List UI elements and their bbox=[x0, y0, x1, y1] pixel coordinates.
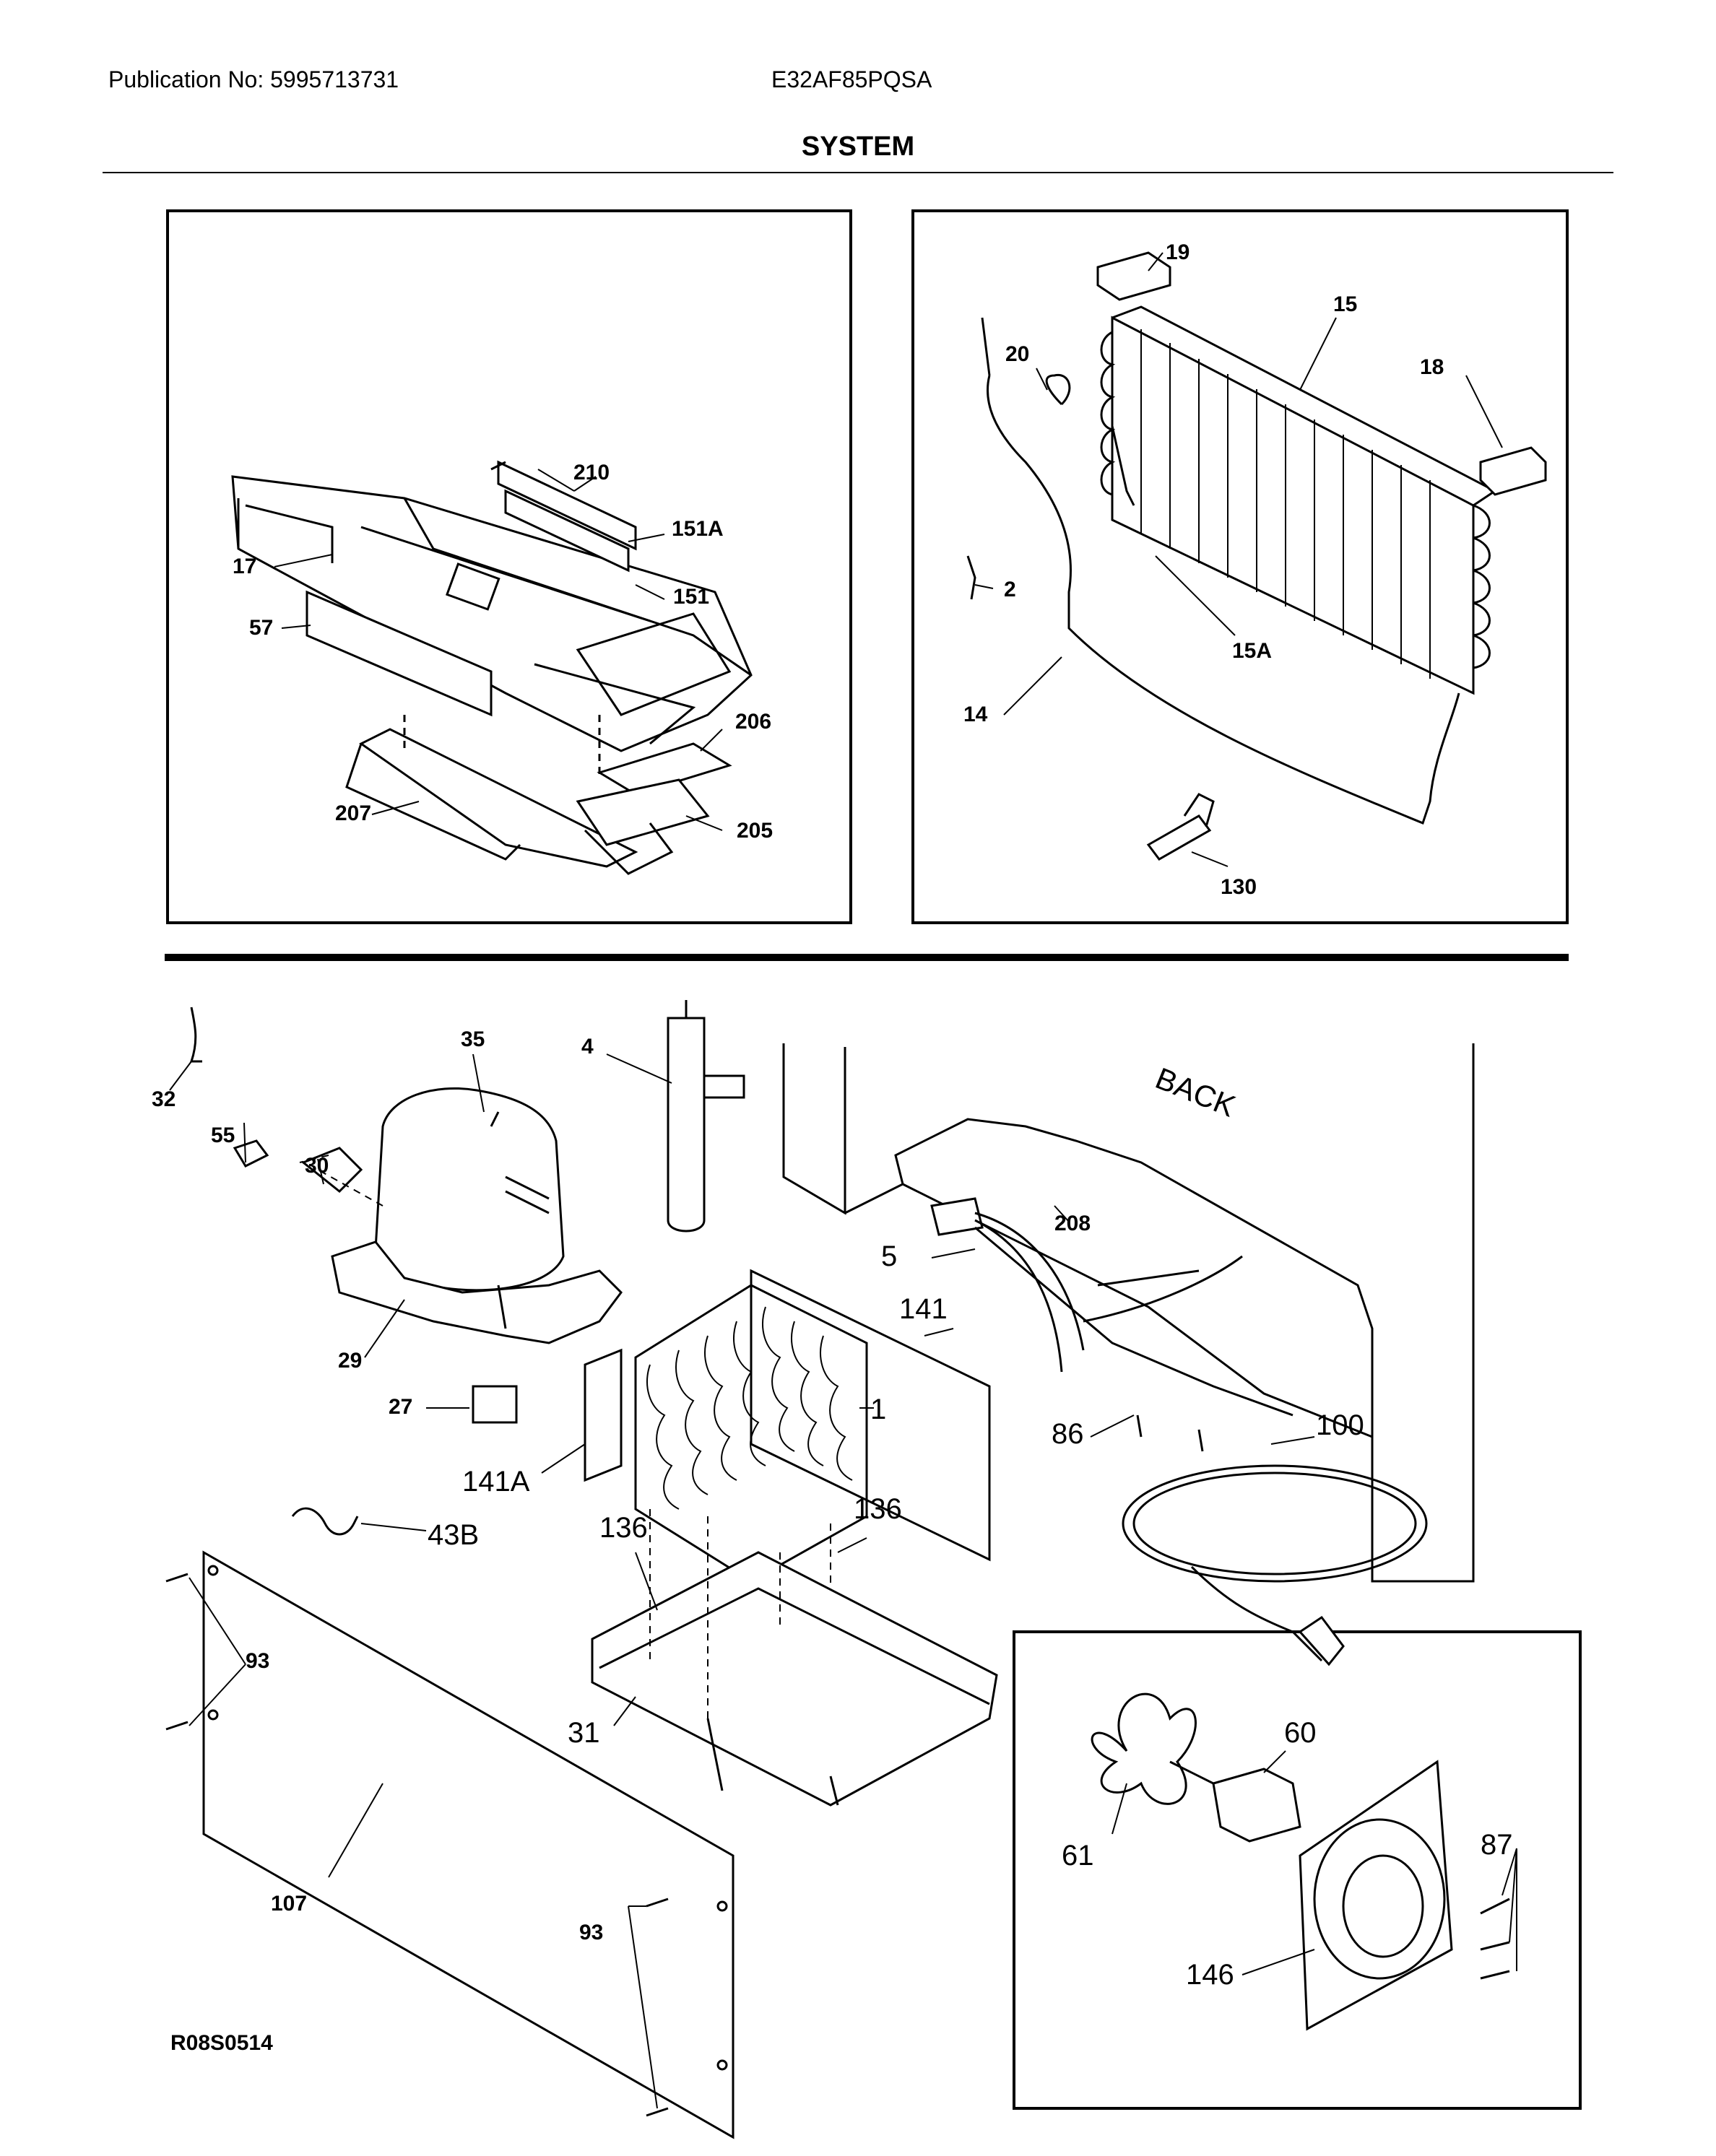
callout-57: 57 bbox=[249, 616, 274, 640]
callout-136-left: 136 bbox=[599, 1512, 648, 1544]
callout-93-left: 93 bbox=[246, 1649, 270, 1673]
callout-18: 18 bbox=[1420, 355, 1444, 379]
control-housing-drawing bbox=[231, 475, 753, 752]
model-number: E32AF85PQSA bbox=[771, 66, 932, 92]
callout-30: 30 bbox=[305, 1154, 329, 1178]
callout-31: 31 bbox=[568, 1717, 600, 1749]
callout-141a: 141A bbox=[462, 1466, 530, 1498]
drier-drawing bbox=[667, 1017, 706, 1233]
callout-205: 205 bbox=[737, 819, 774, 843]
callout-100: 100 bbox=[1316, 1409, 1364, 1441]
power-cord-drawing bbox=[1122, 1464, 1428, 1583]
callout-1: 1 bbox=[870, 1394, 887, 1425]
callout-14: 14 bbox=[963, 703, 988, 726]
callout-206: 206 bbox=[735, 710, 772, 734]
callout-2: 2 bbox=[1004, 578, 1016, 601]
callout-141: 141 bbox=[899, 1293, 948, 1325]
base-pan-drawing bbox=[591, 1551, 998, 1807]
publication-number: Publication No: 5995713731 bbox=[108, 66, 399, 92]
callout-27: 27 bbox=[389, 1395, 413, 1419]
section-title: SYSTEM bbox=[801, 131, 915, 162]
callout-208: 208 bbox=[1054, 1212, 1091, 1235]
callout-210: 210 bbox=[573, 461, 610, 484]
callout-207: 207 bbox=[335, 801, 372, 825]
callout-151a: 151A bbox=[672, 517, 724, 541]
evaporator-drawing bbox=[1111, 316, 1475, 695]
callout-32: 32 bbox=[152, 1087, 176, 1111]
callout-35: 35 bbox=[461, 1027, 485, 1051]
cover-drawing bbox=[359, 728, 638, 868]
callout-4: 4 bbox=[581, 1035, 594, 1059]
overlay-drawing bbox=[306, 590, 493, 717]
fan-motor-drawing bbox=[1212, 1768, 1301, 1843]
fan-inset-box bbox=[1013, 1630, 1582, 2110]
diagram-code: R08S0514 bbox=[170, 2031, 273, 2055]
callout-151: 151 bbox=[673, 585, 710, 609]
callout-5: 5 bbox=[881, 1240, 898, 1272]
section-divider bbox=[165, 954, 1569, 961]
callout-107: 107 bbox=[271, 1892, 308, 1916]
evaporator-panel-box bbox=[911, 209, 1569, 924]
callout-86: 86 bbox=[1052, 1418, 1084, 1450]
header-rule bbox=[103, 172, 1613, 173]
callout-15a: 15A bbox=[1232, 639, 1273, 663]
callout-29: 29 bbox=[338, 1349, 363, 1373]
callout-60: 60 bbox=[1284, 1717, 1317, 1749]
fan-blade-drawing bbox=[1091, 1692, 1197, 1805]
callout-87: 87 bbox=[1481, 1829, 1513, 1861]
callout-146: 146 bbox=[1186, 1959, 1234, 1991]
callout-17: 17 bbox=[233, 555, 257, 578]
callout-55: 55 bbox=[211, 1123, 235, 1147]
callout-15: 15 bbox=[1333, 292, 1358, 316]
control-board-drawing bbox=[490, 460, 637, 573]
fan-shroud-drawing bbox=[1299, 1760, 1453, 2031]
control-panel-box bbox=[166, 209, 852, 924]
compressor-drawing bbox=[374, 1087, 565, 1292]
callout-136-right: 136 bbox=[854, 1493, 902, 1525]
back-panel-drawing bbox=[202, 1550, 734, 2139]
callout-19: 19 bbox=[1166, 240, 1190, 264]
filter-drawing bbox=[597, 742, 732, 796]
callout-130: 130 bbox=[1221, 875, 1257, 899]
callout-20: 20 bbox=[1005, 342, 1030, 366]
cabinet-drawing bbox=[782, 1043, 846, 1215]
callout-43b: 43B bbox=[428, 1519, 480, 1551]
callout-93-right: 93 bbox=[579, 1921, 604, 1944]
callout-61: 61 bbox=[1062, 1840, 1094, 1872]
